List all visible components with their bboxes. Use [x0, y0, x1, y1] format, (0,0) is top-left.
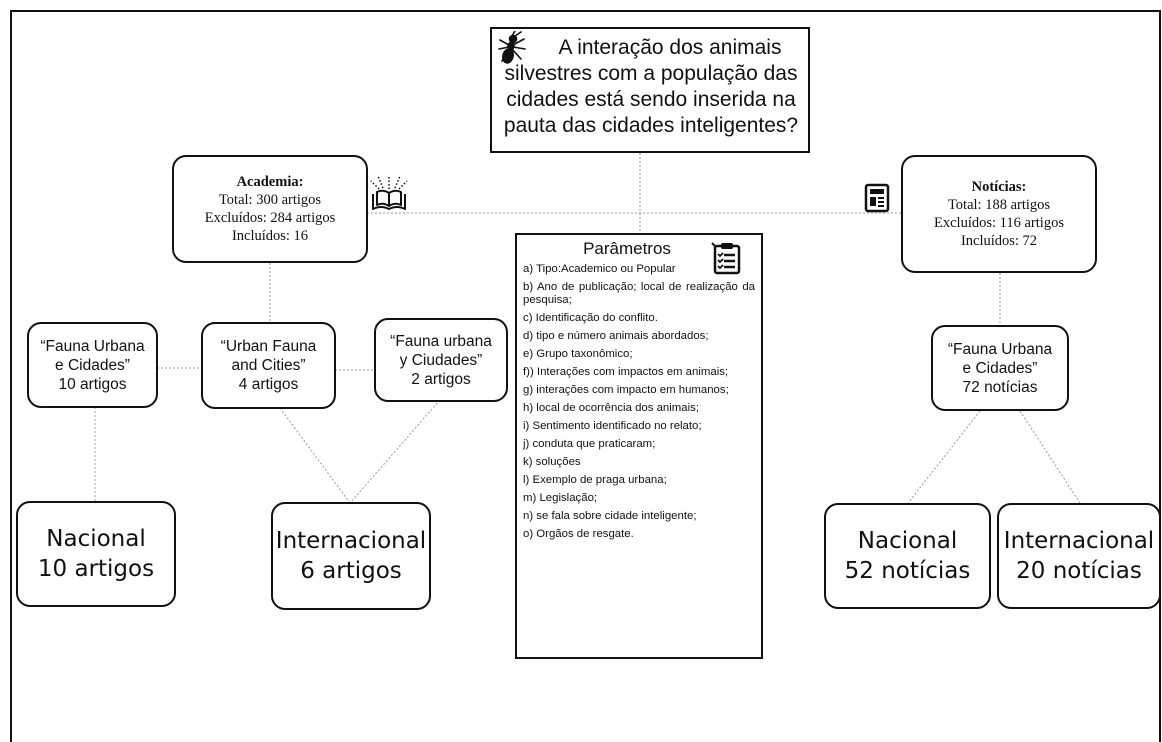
academia-title: Academia: [236, 174, 304, 190]
parameter-item: m) Legislação; [523, 492, 598, 504]
parameters-title: Parâmetros [583, 239, 671, 258]
question-line: cidades está sendo inserida na [506, 88, 796, 111]
noticias-box: Notícias: Total: 188 artigos Excluídos: … [901, 155, 1097, 273]
parameter-item: h) local de ocorrência dos animais; [523, 402, 700, 414]
connector-kw2-internacional [279, 407, 351, 504]
noticias-title: Notícias: [971, 179, 1027, 195]
keyword-count: 10 artigos [58, 375, 127, 393]
keyword-line: y Ciudades” [399, 351, 483, 369]
result-news-internacional: Internacional 20 notícias [997, 503, 1161, 609]
result-label: Nacional [857, 528, 958, 554]
result-label: Nacional [46, 526, 146, 552]
keyword-line: “Urban Fauna [220, 338, 317, 355]
parameters-box: Parâmetros a) Tipo:Academico ou Popular … [515, 233, 763, 659]
keyword-count: 2 artigos [411, 370, 471, 388]
parameter-item: l) Exemplo de praga urbana; [523, 474, 667, 486]
result-count: 10 artigos [37, 556, 155, 582]
parameter-item: g) interações com impacto em humanos; [523, 384, 729, 396]
keyword-box-fauna-urbana-ciudades: “Fauna urbana y Ciudades” 2 artigos [374, 318, 508, 402]
parameter-item: n) se fala sobre cidade inteligente; [523, 510, 697, 522]
keyword-count: 4 artigos [238, 376, 299, 393]
parameter-item: o) Orgãos de resgate. [523, 528, 634, 540]
noticias-included: Incluídos: 72 [960, 233, 1038, 249]
outer-frame [10, 10, 1161, 742]
parameters-list: a) Tipo:Academico ou Popular b) Ano de p… [523, 263, 755, 541]
clipboard-icon [711, 242, 741, 275]
connector-kw3-internacional [349, 399, 441, 504]
keyword-box-news-fauna-urbana: “Fauna Urbana e Cidades” 72 notícias [931, 325, 1069, 411]
keyword-line: e Cidades” [55, 356, 130, 374]
result-count: 6 artigos [300, 558, 402, 584]
question-line: silvestres com a população das [504, 62, 798, 85]
keyword-line: “Fauna Urbana [40, 337, 145, 355]
open-book-icon [370, 175, 408, 210]
keyword-line: “Fauna Urbana [947, 340, 1053, 358]
parameter-item: e) Grupo taxonômico; [523, 348, 633, 360]
keyword-box-urban-fauna-cities: “Urban Fauna and Cities” 4 artigos [201, 322, 336, 409]
academia-excluded: Excluídos: 284 artigos [204, 210, 336, 226]
parameter-item: j) conduta que praticaram; [523, 438, 656, 450]
parameter-item: d) tipo e número animais abordados; [523, 330, 709, 342]
question-line: A interação dos animais [558, 36, 782, 59]
parameter-item: a) Tipo:Academico ou Popular [523, 263, 676, 275]
keyword-line: and Cities” [231, 357, 306, 374]
parameter-item: i) Sentimento identificado no relato; [523, 420, 702, 432]
newspaper-icon [864, 183, 890, 213]
connector-news-internacional [1019, 410, 1081, 504]
academia-box: Academia: Total: 300 artigos Excluídos: … [172, 155, 368, 263]
keyword-line: e Cidades” [962, 359, 1038, 377]
result-count: 20 notícias [1016, 558, 1142, 584]
noticias-excluded: Excluídos: 116 artigos [934, 215, 1064, 231]
result-news-nacional: Nacional 52 notícias [824, 503, 991, 609]
result-academia-internacional: Internacional 6 artigos [271, 502, 431, 610]
keyword-box-fauna-urbana-cidades: “Fauna Urbana e Cidades” 10 artigos [27, 322, 158, 408]
keyword-line: “Fauna urbana [390, 332, 492, 350]
result-count: 52 notícias [844, 558, 971, 584]
parameter-item: c) Identificação do conflito. [523, 312, 658, 324]
result-label: Internacional [275, 528, 427, 554]
academia-included: Incluídos: 16 [231, 228, 309, 244]
question-line: pauta das cidades inteligentes? [503, 114, 799, 137]
ant-icon [498, 31, 526, 64]
connector-news-nacional [907, 410, 981, 504]
keyword-count: 72 notícias [962, 378, 1038, 396]
result-label: Internacional [1003, 528, 1155, 554]
parameter-item: f)) Interações com impactos em animais; [523, 366, 729, 378]
result-academia-nacional: Nacional 10 artigos [16, 501, 176, 607]
academia-total: Total: 300 artigos [218, 192, 322, 208]
parameter-item: k) soluções [523, 456, 581, 468]
parameter-item: b) Ano de publicação; local de realizaçã… [523, 281, 755, 306]
research-question-box: A interação dos animais silvestres com a… [490, 27, 810, 153]
noticias-total: Total: 188 artigos [947, 197, 1051, 213]
